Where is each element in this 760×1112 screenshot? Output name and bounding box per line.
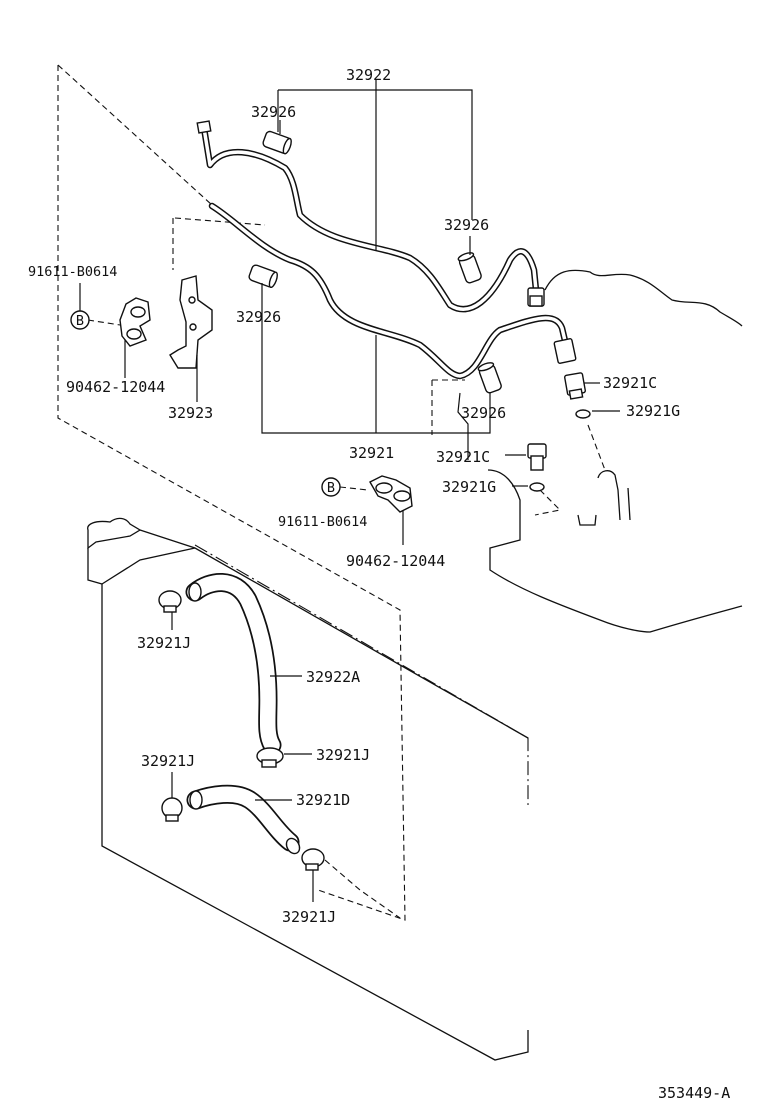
pipe-fitting-upper-nut xyxy=(529,295,543,307)
radiator-upper-tank xyxy=(101,547,196,585)
bracket-32923 xyxy=(169,275,213,369)
transmission-lower-edge xyxy=(487,469,743,633)
bracket-hole-2 xyxy=(189,323,197,331)
label-32926-2: 32926 xyxy=(444,216,489,234)
transmission-outline xyxy=(487,269,743,633)
transmission-boss xyxy=(597,470,621,521)
hose-clip-4 xyxy=(301,848,325,871)
label-32921j-3: 32921J xyxy=(141,752,195,770)
label-32921d: 32921D xyxy=(296,791,350,809)
bracket-hole xyxy=(188,296,196,304)
union-32921c-upper xyxy=(564,372,586,400)
sleeve-3 xyxy=(248,264,278,289)
clamp-lower-loop-2 xyxy=(393,490,411,502)
pipe-32922 xyxy=(196,120,545,313)
hose-lower-end-2 xyxy=(285,837,301,855)
lead-32921c-lower-dash xyxy=(457,392,469,460)
label-32922a: 32922A xyxy=(306,668,360,686)
diagram-id: 353449-A xyxy=(658,1084,730,1102)
bolt-ref-marker-upper: B xyxy=(70,310,90,330)
sleeve-1 xyxy=(262,130,292,155)
bolt-ref-letter-upper: B xyxy=(76,313,84,329)
dashed-lead-lower-clip xyxy=(324,859,401,919)
label-32923: 32923 xyxy=(168,404,213,422)
label-32921g-upper: 32921G xyxy=(626,402,680,420)
bracket-body xyxy=(169,275,213,369)
bolt-ref-letter-lower: B xyxy=(327,480,335,496)
pipe-fitting-lower xyxy=(553,338,577,364)
hose-32922a xyxy=(185,573,282,755)
hose-clip-3 xyxy=(161,797,183,822)
transmission-top-edge xyxy=(544,269,743,327)
lead-b-upper xyxy=(87,319,121,326)
label-32922: 32922 xyxy=(346,66,391,84)
dashed-lead-union xyxy=(534,489,562,516)
radiator-outline xyxy=(87,517,529,1061)
radiator-cap xyxy=(87,517,142,550)
clamp-upper xyxy=(119,297,151,347)
label-32921j-4: 32921J xyxy=(282,908,336,926)
label-90462-upper: 90462-12044 xyxy=(66,378,165,396)
transmission-boss-2 xyxy=(627,487,631,521)
union-32921c-lower xyxy=(527,443,547,471)
label-91611-upper: 91611-B0614 xyxy=(28,264,117,280)
dashed-lead-gasket xyxy=(587,424,606,471)
label-32926-3: 32926 xyxy=(236,308,281,326)
label-32921c-lower: 32921C xyxy=(436,448,490,466)
bolt-ref-marker-lower: B xyxy=(321,477,341,497)
sleeve-4 xyxy=(477,362,502,394)
clamp-upper-loop-2 xyxy=(126,328,142,340)
label-32921c-upper: 32921C xyxy=(603,374,657,392)
hose-upper-end xyxy=(188,582,202,602)
dashed-lead-pipe-end xyxy=(57,64,213,206)
sleeves xyxy=(248,130,502,394)
hose-32921d xyxy=(186,784,301,855)
lead-b-lower xyxy=(339,486,369,491)
label-32926-4: 32926 xyxy=(461,404,506,422)
label-32921j-2: 32921J xyxy=(316,746,370,764)
dashed-boundary-left xyxy=(57,65,406,921)
clamp-lower-loop xyxy=(375,482,393,494)
part-labels: 32922 32926 32926 91611-B0614 32926 9046… xyxy=(28,66,730,1102)
label-32921j-1: 32921J xyxy=(137,634,191,652)
radiator-top-edge xyxy=(139,529,529,739)
leader-lines xyxy=(79,80,620,902)
hose-lower-end xyxy=(189,790,203,810)
pipe-32921 xyxy=(208,202,577,380)
gasket-32921g-upper xyxy=(575,409,591,419)
label-32921: 32921 xyxy=(349,444,394,462)
radiator-outline-lower xyxy=(101,584,529,1061)
sleeve-2 xyxy=(457,252,482,284)
label-32921g-lower: 32921G xyxy=(442,478,496,496)
clamp-lower xyxy=(369,475,413,513)
label-32926-1: 32926 xyxy=(251,103,296,121)
label-91611-lower: 91611-B0614 xyxy=(278,514,367,530)
label-90462-lower: 90462-12044 xyxy=(346,552,445,570)
transmission-boss-3 xyxy=(577,514,597,526)
pipe-end-cap xyxy=(196,120,212,134)
hose-clip-1 xyxy=(158,590,182,613)
lead-32922-bracket xyxy=(278,89,473,220)
dashed-lead-bracket xyxy=(174,217,266,226)
clamp-upper-loop xyxy=(130,306,146,318)
hose-clip-2 xyxy=(256,747,284,768)
radiator-tank-left xyxy=(87,548,103,585)
gasket-32921g-lower xyxy=(529,482,545,492)
